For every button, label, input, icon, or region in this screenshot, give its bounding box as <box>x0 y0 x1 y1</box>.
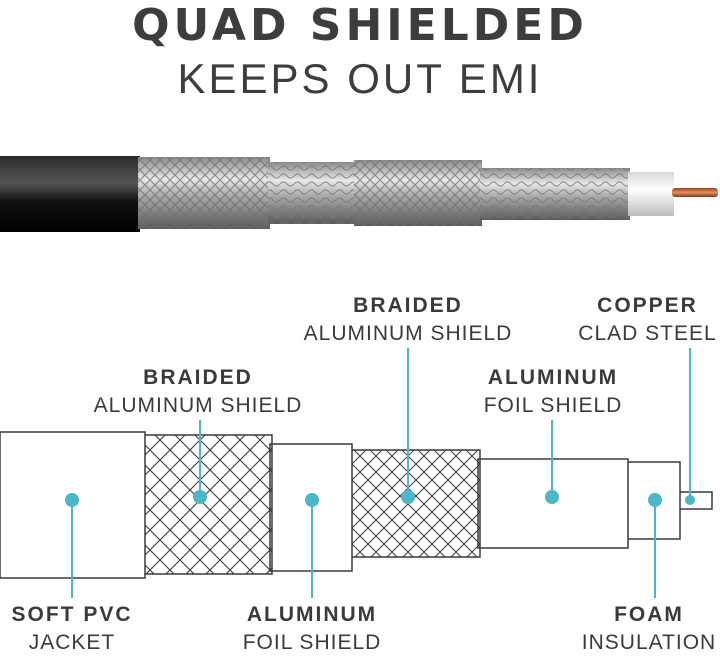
label-jacket-title: SOFT PVC <box>11 603 133 626</box>
dot-foil-bottom <box>305 493 319 507</box>
label-braided-top-sub: ALUMINUM SHIELD <box>303 322 513 345</box>
label-jacket: SOFT PVC JACKET <box>0 601 144 657</box>
label-braided-left: BRAIDED ALUMINUM SHIELD <box>90 364 306 420</box>
cable-photo <box>0 156 718 232</box>
label-foil-bottom: ALUMINUM FOIL SHIELD <box>230 601 394 657</box>
label-braided-left-title: BRAIDED <box>143 366 253 389</box>
dot-copper <box>685 495 695 505</box>
label-braided-top-title: BRAIDED <box>353 294 463 317</box>
braid-outer-segment <box>141 434 273 575</box>
subtitle: KEEPS OUT EMI <box>177 55 543 102</box>
dot-foam <box>648 493 662 507</box>
dot-braided-left <box>193 490 207 504</box>
label-copper-sub: CLAD STEEL <box>578 322 717 345</box>
dot-braided-top <box>401 490 415 504</box>
label-foil-bottom-sub: FOIL SHIELD <box>242 631 382 654</box>
label-foil-bottom-title: ALUMINUM <box>246 603 378 626</box>
photo-copper <box>672 188 718 197</box>
dot-foil-top <box>545 490 559 504</box>
label-braided-left-sub: ALUMINUM SHIELD <box>93 394 303 417</box>
label-foil-top-sub: FOIL SHIELD <box>483 394 623 417</box>
dot-jacket <box>65 493 79 507</box>
label-foil-top-title: ALUMINUM <box>487 366 619 389</box>
label-foam-title: FOAM <box>614 603 684 626</box>
label-foam: FOAM INSULATION <box>578 601 720 657</box>
label-foam-sub: INSULATION <box>581 631 717 654</box>
label-copper: COPPER CLAD STEEL <box>575 292 720 348</box>
photo-foam <box>628 172 674 216</box>
label-foil-top: ALUMINUM FOIL SHIELD <box>470 364 636 420</box>
label-copper-title: COPPER <box>597 294 698 317</box>
title: QUAD SHIELDED <box>132 0 588 51</box>
label-braided-top: BRAIDED ALUMINUM SHIELD <box>300 292 516 348</box>
photo-jacket <box>0 156 140 232</box>
label-jacket-sub: JACKET <box>28 631 116 654</box>
braid-inner-segment <box>349 449 481 558</box>
